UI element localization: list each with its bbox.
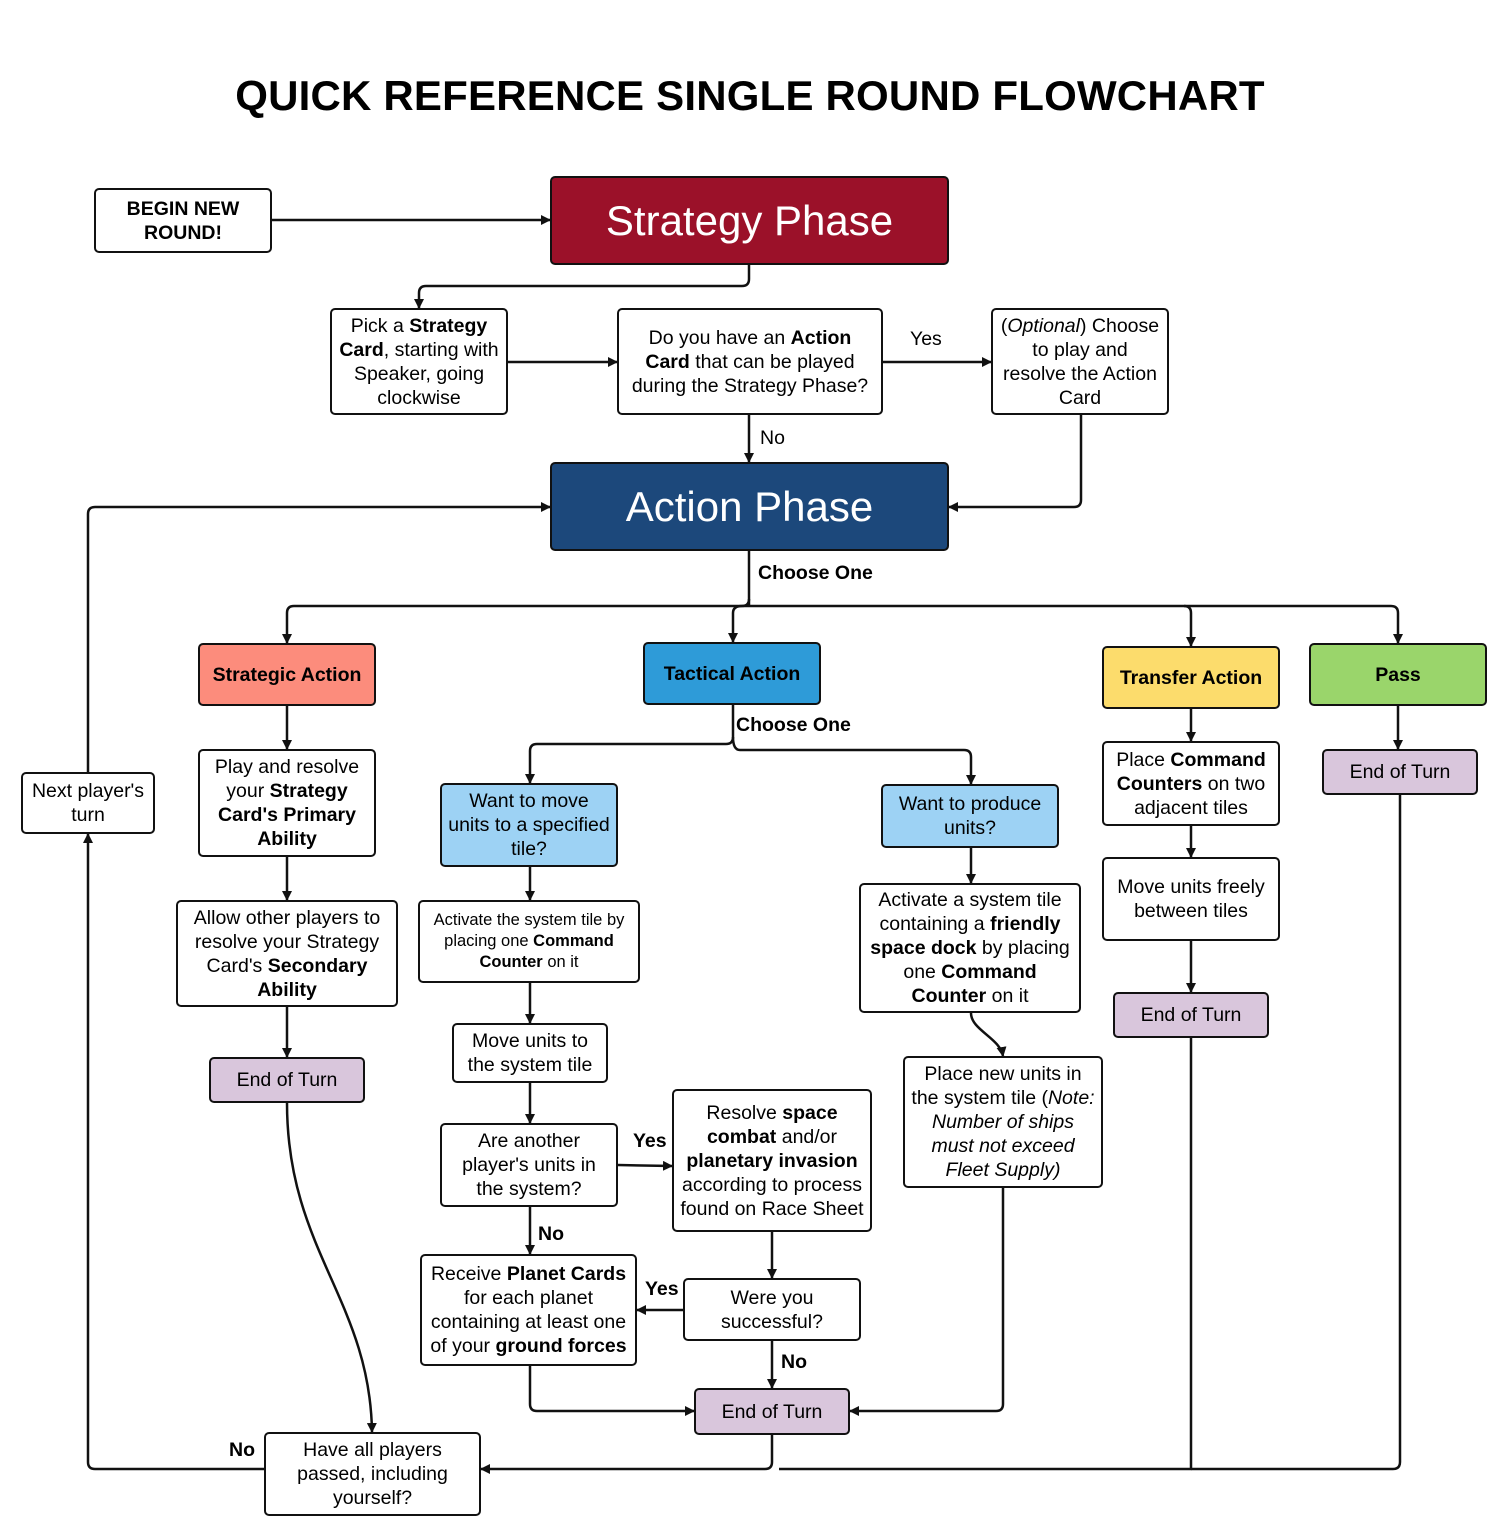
choose-one-label-action: Choose One <box>758 562 873 584</box>
yes-label-action-card: Yes <box>910 328 942 350</box>
resolve-combat-box: Resolve space combat and/or planetary in… <box>672 1089 872 1232</box>
transfer-action-box: Transfer Action <box>1102 646 1280 709</box>
end-of-turn-pass-box: End of Turn <box>1322 749 1478 795</box>
move-units-box: Move units to the system tile <box>452 1023 608 1083</box>
box-text: (Optional) Choose to play and resolve th… <box>1000 314 1160 409</box>
primary-ability-box: Play and resolve your Strategy Card's Pr… <box>198 749 376 857</box>
choose-one-label-tactical: Choose One <box>736 714 851 736</box>
secondary-ability-box: Allow other players to resolve your Stra… <box>176 900 398 1007</box>
box-text: Allow other players to resolve your Stra… <box>193 906 381 1001</box>
pick-strategy-card-box: Pick a Strategy Card, starting with Spea… <box>330 308 508 415</box>
optional-action-card-box: (Optional) Choose to play and resolve th… <box>991 308 1169 415</box>
no-label-successful: No <box>781 1351 807 1373</box>
box-text: Play and resolve your Strategy Card's Pr… <box>214 756 360 850</box>
end-of-turn-transfer-box: End of Turn <box>1113 992 1269 1038</box>
box-text: Activate a system tile containing a frie… <box>870 889 1070 1007</box>
box-text: Pick a Strategy Card, starting with Spea… <box>339 314 499 409</box>
yes-label-successful: Yes <box>645 1278 679 1300</box>
box-text: Activate the system tile by placing one … <box>433 911 625 971</box>
pass-box: Pass <box>1309 643 1487 706</box>
strategic-action-box: Strategic Action <box>198 643 376 706</box>
no-label-other-units: No <box>538 1223 564 1245</box>
place-command-counters-box: Place Command Counters on two adjacent t… <box>1102 741 1280 826</box>
other-players-units-question-box: Are another player's units in the system… <box>440 1123 618 1207</box>
all-players-passed-question-box: Have all players passed, including yours… <box>264 1432 481 1516</box>
end-of-turn-tactical-box: End of Turn <box>694 1388 850 1435</box>
end-of-turn-strategic-box: End of Turn <box>209 1057 365 1103</box>
were-you-successful-question-box: Were you successful? <box>683 1278 861 1341</box>
box-text: Place new units in the system tile (Note… <box>911 1063 1095 1181</box>
no-label-action-card: No <box>760 427 785 449</box>
want-to-produce-question-box: Want to produce units? <box>881 784 1059 848</box>
no-label-all-passed: No <box>229 1439 255 1461</box>
strategy-phase-label: Strategy Phase <box>605 196 894 244</box>
page-title: QUICK REFERENCE SINGLE ROUND FLOWCHART <box>235 72 1265 119</box>
receive-planet-cards-box: Receive Planet Cards for each planet con… <box>420 1254 637 1366</box>
activate-system-tile-box: Activate the system tile by placing one … <box>418 900 640 983</box>
next-player-turn-box: Next player's turn <box>21 772 155 834</box>
strategy-phase-box: Strategy Phase <box>550 176 949 265</box>
box-text: Receive Planet Cards for each planet con… <box>430 1263 627 1357</box>
begin-new-round-box: BEGIN NEW ROUND! <box>94 188 272 253</box>
box-text: Do you have an Action Card that can be p… <box>631 326 869 397</box>
place-new-units-box: Place new units in the system tile (Note… <box>903 1056 1103 1188</box>
tactical-action-box: Tactical Action <box>643 642 821 705</box>
action-phase-label: Action Phase <box>625 482 874 530</box>
move-units-freely-box: Move units freely between tiles <box>1102 857 1280 941</box>
yes-label-other-units: Yes <box>633 1130 667 1152</box>
activate-space-dock-box: Activate a system tile containing a frie… <box>859 883 1081 1013</box>
box-text: Resolve space combat and/or planetary in… <box>680 1101 864 1220</box>
action-phase-box: Action Phase <box>550 462 949 551</box>
action-card-question-box: Do you have an Action Card that can be p… <box>617 308 883 415</box>
box-text: Place Command Counters on two adjacent t… <box>1116 748 1266 819</box>
want-to-move-question-box: Want to move units to a specified tile? <box>440 783 618 867</box>
